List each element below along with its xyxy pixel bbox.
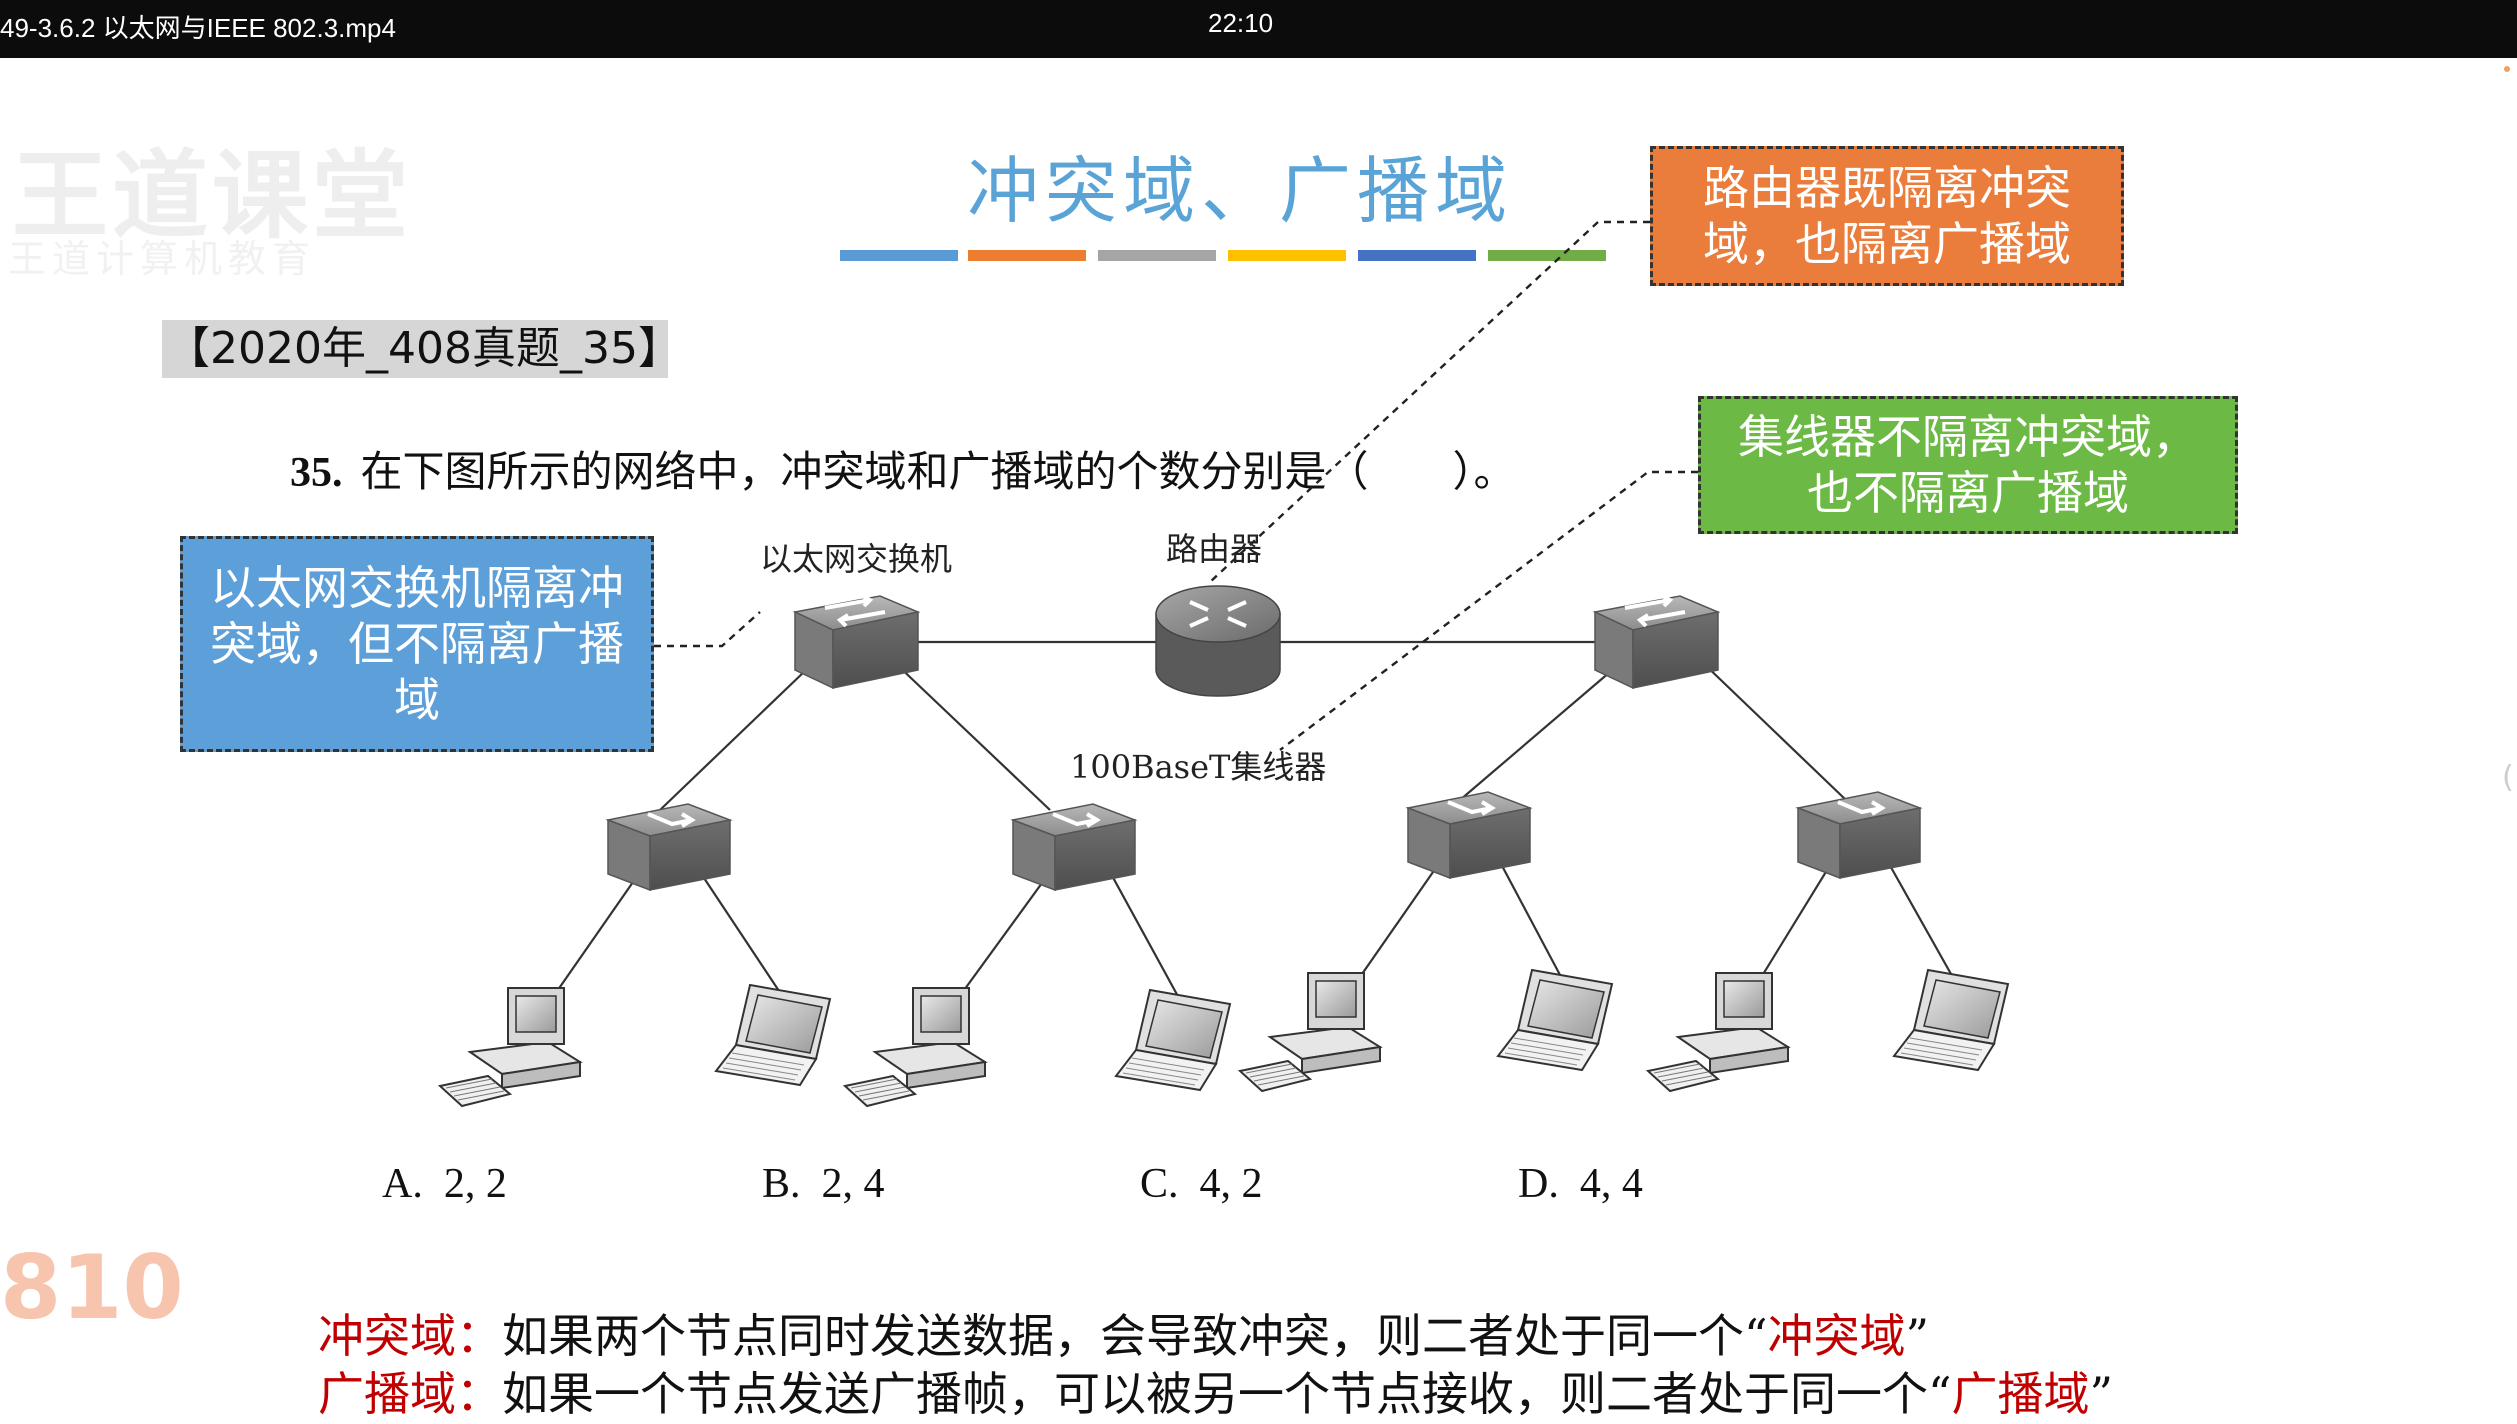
option-b-label: B.: [762, 1161, 801, 1207]
option-c-label: C.: [1140, 1161, 1179, 1207]
video-title-bar: 49-3.6.2 以太网与IEEE 802.3.mp4 22:10: [0, 0, 2517, 58]
definition-highlight: 冲突域: [1767, 1309, 1906, 1363]
definition-highlight: 广播域: [1951, 1367, 2090, 1421]
question-text: 在下图所示的网络中，冲突域和广播域的个数分别是（ ）。: [360, 447, 1516, 496]
desktop-computer-icon: [1645, 972, 1791, 1093]
hub-label: 100BaseT集线器: [1070, 748, 1327, 786]
option-a[interactable]: A. 2, 2: [382, 1160, 507, 1208]
watermark-logo: 王道课堂: [12, 140, 412, 252]
quote-open: “: [1744, 1309, 1768, 1363]
router-label: 路由器: [1166, 530, 1263, 568]
option-a-value: 2, 2: [443, 1161, 507, 1207]
title-color-bar: [968, 250, 1086, 261]
video-filename: 49-3.6.2 以太网与IEEE 802.3.mp4: [0, 13, 396, 43]
definition-collision-domain: 冲突域：如果两个节点同时发送数据，会导致冲突，则二者处于同一个“冲突域”: [318, 1300, 1929, 1366]
hub-icon: [1795, 791, 1923, 880]
option-c[interactable]: C. 4, 2: [1140, 1160, 1263, 1208]
definition-term: 冲突域：: [318, 1309, 502, 1363]
option-c-value: 4, 2: [1199, 1161, 1263, 1207]
option-b-value: 2, 4: [821, 1161, 885, 1207]
definition-text: 如果一个节点发送广播帧，可以被另一个节点接收，则二者处于同一个: [502, 1367, 1928, 1421]
switch-label: 以太网交换机: [760, 540, 953, 578]
desktop-computer-icon: [1237, 972, 1383, 1093]
router-callout: 路由器既隔离冲突域，也隔离广播域: [1650, 146, 2124, 286]
page-number: 810: [0, 1236, 184, 1339]
laptop-icon: [714, 983, 832, 1087]
video-time: 22:10: [1208, 8, 1274, 38]
title-color-bar: [1358, 250, 1476, 261]
laptop-icon: [1892, 968, 2010, 1072]
slide-title: 冲突域、广播域: [966, 149, 1513, 233]
title-color-bar: [1098, 250, 1216, 261]
question: 35. 在下图所示的网络中，冲突域和广播域的个数分别是（ ）。: [290, 438, 1516, 499]
router-icon: [1155, 585, 1281, 697]
quote-close: ”: [1905, 1309, 1930, 1363]
option-b[interactable]: B. 2, 4: [762, 1160, 885, 1208]
switch-callout: 以太网交换机隔离冲突域，但不隔离广播域: [180, 536, 654, 752]
definition-text: 如果两个节点同时发送数据，会导致冲突，则二者处于同一个: [502, 1309, 1744, 1363]
hub-icon: [1405, 791, 1533, 880]
watermark-subtitle: 王道计算机教育: [8, 237, 317, 281]
computer-group: [437, 968, 2010, 1108]
hub-group: [605, 791, 1923, 892]
network-cables: [529, 640, 1961, 1031]
ethernet-switch-left-icon: [792, 594, 921, 690]
laptop-icon: [1496, 968, 1614, 1072]
side-handle-icon[interactable]: (: [2502, 760, 2514, 795]
quote-open: “: [1928, 1367, 1952, 1421]
definition-term: 广播域：: [318, 1367, 502, 1421]
ethernet-switch-right-icon: [1592, 594, 1721, 690]
question-number: 35.: [290, 450, 343, 496]
hub-icon: [605, 803, 733, 892]
corner-indicator: [2504, 66, 2510, 72]
desktop-computer-icon: [842, 987, 988, 1108]
exam-tag: 【2020年_408真题_35】: [162, 320, 682, 378]
option-d-value: 4, 4: [1579, 1161, 1643, 1207]
option-d[interactable]: D. 4, 4: [1518, 1160, 1643, 1208]
title-color-bar: [840, 250, 958, 261]
laptop-icon: [1114, 988, 1232, 1092]
option-d-label: D.: [1518, 1161, 1559, 1207]
option-a-label: A.: [382, 1161, 423, 1207]
quote-close: ”: [2089, 1367, 2114, 1421]
desktop-computer-icon: [437, 987, 583, 1108]
definition-broadcast-domain: 广播域：如果一个节点发送广播帧，可以被另一个节点接收，则二者处于同一个“广播域”: [318, 1358, 2113, 1424]
callout-leaders: [654, 220, 1698, 751]
title-color-bar: [1488, 250, 1606, 261]
hub-callout: 集线器不隔离冲突域，也不隔离广播域: [1698, 396, 2238, 534]
hub-icon: [1010, 803, 1138, 892]
title-color-bar: [1228, 250, 1346, 261]
